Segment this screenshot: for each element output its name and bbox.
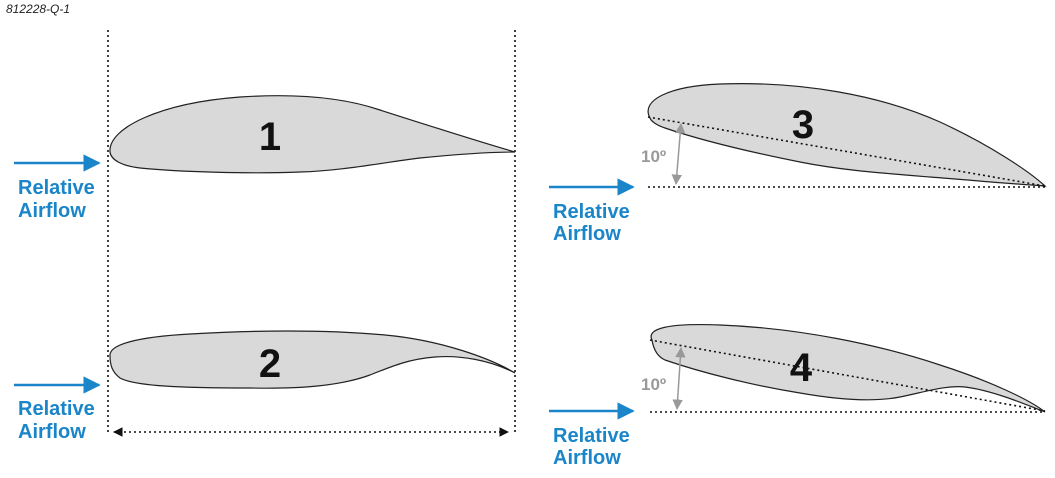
airflow-label-3-line2: Airflow [553,223,621,245]
airfoil-3-angle-arrow [671,122,686,186]
airfoil-4-angle-label: 10º [641,375,666,394]
airflow-indicator-3: Relative Airflow [549,178,635,245]
airflow-label-4-line1: Relative [553,425,630,447]
airfoil-3-number: 3 [792,103,814,147]
airfoil-3-chord-line [647,116,1046,187]
airfoil-2-shape [109,330,516,389]
airfoil-1: 1 [109,95,516,174]
airflow-label-3-line1: Relative [553,201,630,223]
airfoil-4-angle-arrow [672,346,686,411]
airfoil-4-shape [650,324,1046,413]
airfoil-3-angle-label: 10º [641,147,666,166]
airflow-indicator-4: Relative Airflow [549,402,635,469]
airfoil-4: 10º 4 [641,324,1046,413]
airflow-label-1-line2: Airflow [18,200,86,222]
airflow-indicator-1: Relative Airflow [14,154,101,222]
airfoil-3-shape [647,83,1047,187]
airfoil-2: 2 [109,330,516,389]
airflow-indicator-2: Relative Airflow [14,376,101,443]
airfoil-1-number: 1 [259,115,281,159]
airfoil-2-number: 2 [259,342,281,386]
airflow-label-2-line2: Airflow [18,421,86,443]
airflow-label-2-line1: Relative [18,398,95,420]
airflow-label-4-line2: Airflow [553,447,621,469]
airflow-label-1-line1: Relative [18,177,95,199]
airfoil-4-chord-line [649,339,1046,412]
figure-id: 812228-Q-1 [6,2,70,16]
airfoil-4-number: 4 [790,346,813,390]
airfoil-3: 10º 3 [641,83,1047,188]
airfoil-1-shape [109,95,516,174]
